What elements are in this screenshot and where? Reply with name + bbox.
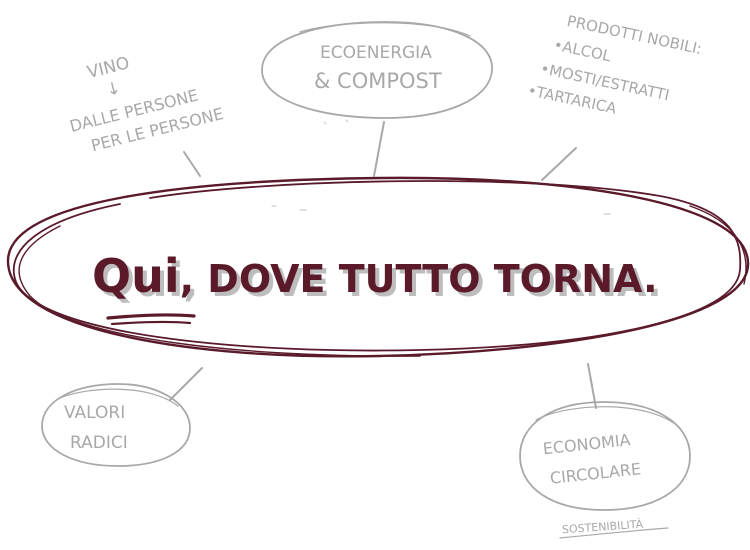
valori-line-1: VALORI bbox=[64, 403, 125, 423]
connector-prodotti bbox=[541, 147, 577, 181]
node-ecoenergia: ECOENERGIA & COMPOST bbox=[261, 21, 493, 119]
connectors bbox=[169, 121, 597, 409]
economia-bubble bbox=[519, 401, 691, 511]
main-phrase-text: Qui, DOVE TUTTO TORNA. bbox=[92, 249, 658, 303]
sketch-marks bbox=[271, 119, 611, 215]
economia-line-2: CIRCOLARE bbox=[549, 459, 642, 487]
main-phrase-highlight: Qui bbox=[92, 249, 180, 303]
node-vino: VINO ↓ DALLE PERSONE PER LE PERSONE bbox=[68, 53, 226, 155]
connector-vino bbox=[183, 151, 201, 177]
highlight-underline bbox=[106, 313, 196, 320]
connector-ecoenergia bbox=[373, 121, 385, 177]
main-phrase-rest: , DOVE TUTTO TORNA. bbox=[180, 257, 658, 301]
main-phrase: Qui, DOVE TUTTO TORNA. Qui, DOVE TUTTO T… bbox=[92, 249, 662, 326]
ecoenergia-line-2: & COMPOST bbox=[314, 69, 442, 93]
connector-valori bbox=[169, 367, 203, 401]
node-valori: VALORI RADICI bbox=[41, 383, 191, 467]
vino-arrow-icon: ↓ bbox=[104, 78, 123, 101]
node-prodotti: PRODOTTI NOBILI: •ALCOL •MOSTI/ESTRATTI … bbox=[526, 12, 703, 118]
valori-bubble bbox=[41, 383, 191, 467]
node-economia: ECONOMIA CIRCOLARE SOSTENIBILITÀ bbox=[519, 401, 691, 539]
vino-title: VINO bbox=[85, 53, 131, 83]
ecoenergia-line-1: ECOENERGIA bbox=[320, 43, 432, 63]
economia-line-1: ECONOMIA bbox=[542, 430, 631, 458]
valori-line-2: RADICI bbox=[70, 433, 128, 453]
ecoenergia-bubble bbox=[261, 21, 493, 119]
prodotti-item-1: •ALCOL bbox=[552, 36, 613, 66]
central-ellipse bbox=[6, 176, 750, 358]
main-phrase-shadow: Qui, DOVE TUTTO TORNA. bbox=[96, 253, 662, 307]
connector-economia bbox=[587, 363, 597, 409]
economia-note-underline bbox=[559, 527, 669, 539]
